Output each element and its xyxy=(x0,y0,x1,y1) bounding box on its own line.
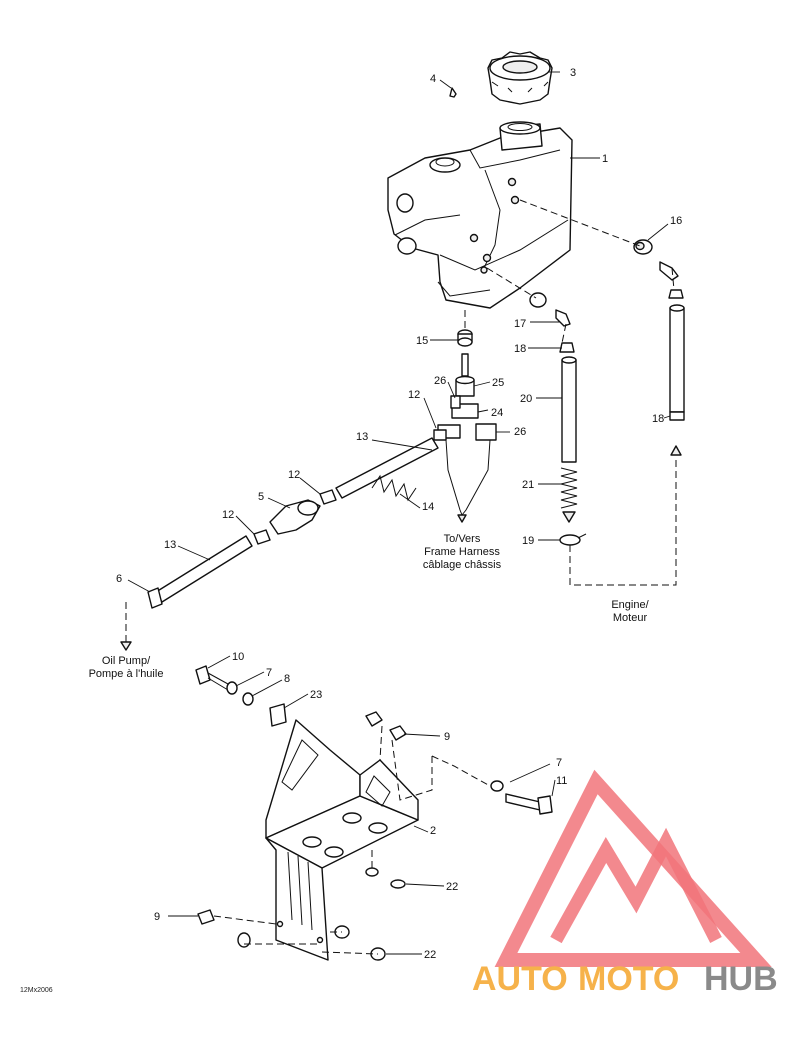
fitting-6 xyxy=(147,587,163,609)
logo-text-hub: HUB xyxy=(704,960,778,998)
washer-7-left xyxy=(226,681,238,695)
level-sensor-25 xyxy=(455,375,475,397)
callout-2: 2 xyxy=(430,825,436,837)
bolt-10 xyxy=(195,665,229,691)
washer-8 xyxy=(242,692,254,706)
callout-23: 23 xyxy=(310,689,322,701)
note-oil-pump: Oil Pump/ Pompe à l'huile xyxy=(89,655,164,680)
oil-tank xyxy=(387,121,573,309)
callout-6: 6 xyxy=(116,573,122,585)
grommet-15 xyxy=(457,329,473,347)
callout-14: 14 xyxy=(422,501,434,513)
logo-m-mark xyxy=(550,827,722,944)
spring-14 xyxy=(371,474,417,502)
note-oil-pump-line1: Oil Pump/ xyxy=(102,655,151,667)
nut-12-lower xyxy=(253,529,271,545)
vent-fitting-16 xyxy=(633,239,679,281)
callout-12-middle: 12 xyxy=(288,469,300,481)
callout-16: 16 xyxy=(670,215,682,227)
dipstick xyxy=(449,87,457,98)
note-harness-line3: câblage châssis xyxy=(423,559,502,571)
washer-7-right xyxy=(490,780,504,792)
callout-21: 21 xyxy=(522,479,534,491)
note-oil-pump-line2: Pompe à l'huile xyxy=(89,668,164,680)
nut-9-lower xyxy=(197,909,251,948)
note-harness-line1: To/Vers xyxy=(444,533,481,545)
callout-17: 17 xyxy=(514,318,526,330)
elbow-fitting-17 xyxy=(529,292,571,327)
nut-9-upper xyxy=(365,711,407,741)
clamp-19 xyxy=(559,533,587,546)
arrow-to-engine xyxy=(670,445,682,456)
logo-text-auto: AUTO xyxy=(472,960,568,998)
callout-24: 24 xyxy=(491,407,503,419)
callout-26-left: 26 xyxy=(434,375,446,387)
callout-11: 11 xyxy=(556,775,567,787)
callout-labels: 3 4 1 16 17 18 18 15 25 26 12 24 26 13 2… xyxy=(116,67,682,961)
callout-22-upper: 22 xyxy=(446,881,458,893)
nut-12-middle xyxy=(319,489,337,505)
washer-22 xyxy=(334,867,406,961)
callout-7-left: 7 xyxy=(266,667,272,679)
connector-24 xyxy=(437,403,497,441)
note-engine: Engine/ Moteur xyxy=(611,599,649,624)
callout-18-upper: 18 xyxy=(514,343,526,355)
tank-cap xyxy=(487,51,553,105)
callout-19: 19 xyxy=(522,535,534,547)
callout-20: 20 xyxy=(520,393,532,405)
nut-12-upper xyxy=(433,429,447,441)
callout-9-lower: 9 xyxy=(154,911,160,923)
callout-18-lower: 18 xyxy=(652,413,664,425)
callout-25: 25 xyxy=(492,377,504,389)
callout-10: 10 xyxy=(232,651,244,663)
callout-12-lower: 12 xyxy=(222,509,234,521)
spring-21 xyxy=(560,467,578,523)
callout-26-right: 26 xyxy=(514,426,526,438)
clamp-18-upper xyxy=(559,289,684,353)
figure-code: 12Mx2006 xyxy=(20,987,53,994)
hose-20 xyxy=(561,304,685,463)
callout-9-upper: 9 xyxy=(444,731,450,743)
clamp-18-lower xyxy=(669,411,685,421)
callout-22-lower: 22 xyxy=(424,949,436,961)
clip-23 xyxy=(269,703,287,727)
callout-12-upper: 12 xyxy=(408,389,420,401)
callout-13-upper: 13 xyxy=(356,431,368,443)
note-harness-line2: Frame Harness xyxy=(424,546,500,558)
callout-8: 8 xyxy=(284,673,290,685)
callout-13-lower: 13 xyxy=(164,539,176,551)
note-engine-line1: Engine/ xyxy=(611,599,649,611)
clip-26-left xyxy=(450,395,461,409)
logo-text-moto: MOTO xyxy=(578,960,679,998)
oil-filter-5 xyxy=(269,499,321,535)
callout-3: 3 xyxy=(570,67,576,79)
callout-7-right: 7 xyxy=(556,757,562,769)
sensor-probe xyxy=(461,353,469,377)
callout-15: 15 xyxy=(416,335,428,347)
callout-4: 4 xyxy=(430,73,436,85)
callout-5: 5 xyxy=(258,491,264,503)
hose-13-upper xyxy=(335,437,439,499)
note-frame-harness: To/Vers Frame Harness câblage châssis xyxy=(423,533,502,571)
bracket-2 xyxy=(265,719,419,961)
callout-1: 1 xyxy=(602,153,608,165)
arrow-to-harness xyxy=(457,514,467,523)
note-engine-line2: Moteur xyxy=(613,612,648,624)
arrow-to-oil-pump xyxy=(120,641,132,651)
automotohub-logo: AUTO MOTO HUB xyxy=(472,769,778,998)
bolt-11 xyxy=(505,793,553,815)
